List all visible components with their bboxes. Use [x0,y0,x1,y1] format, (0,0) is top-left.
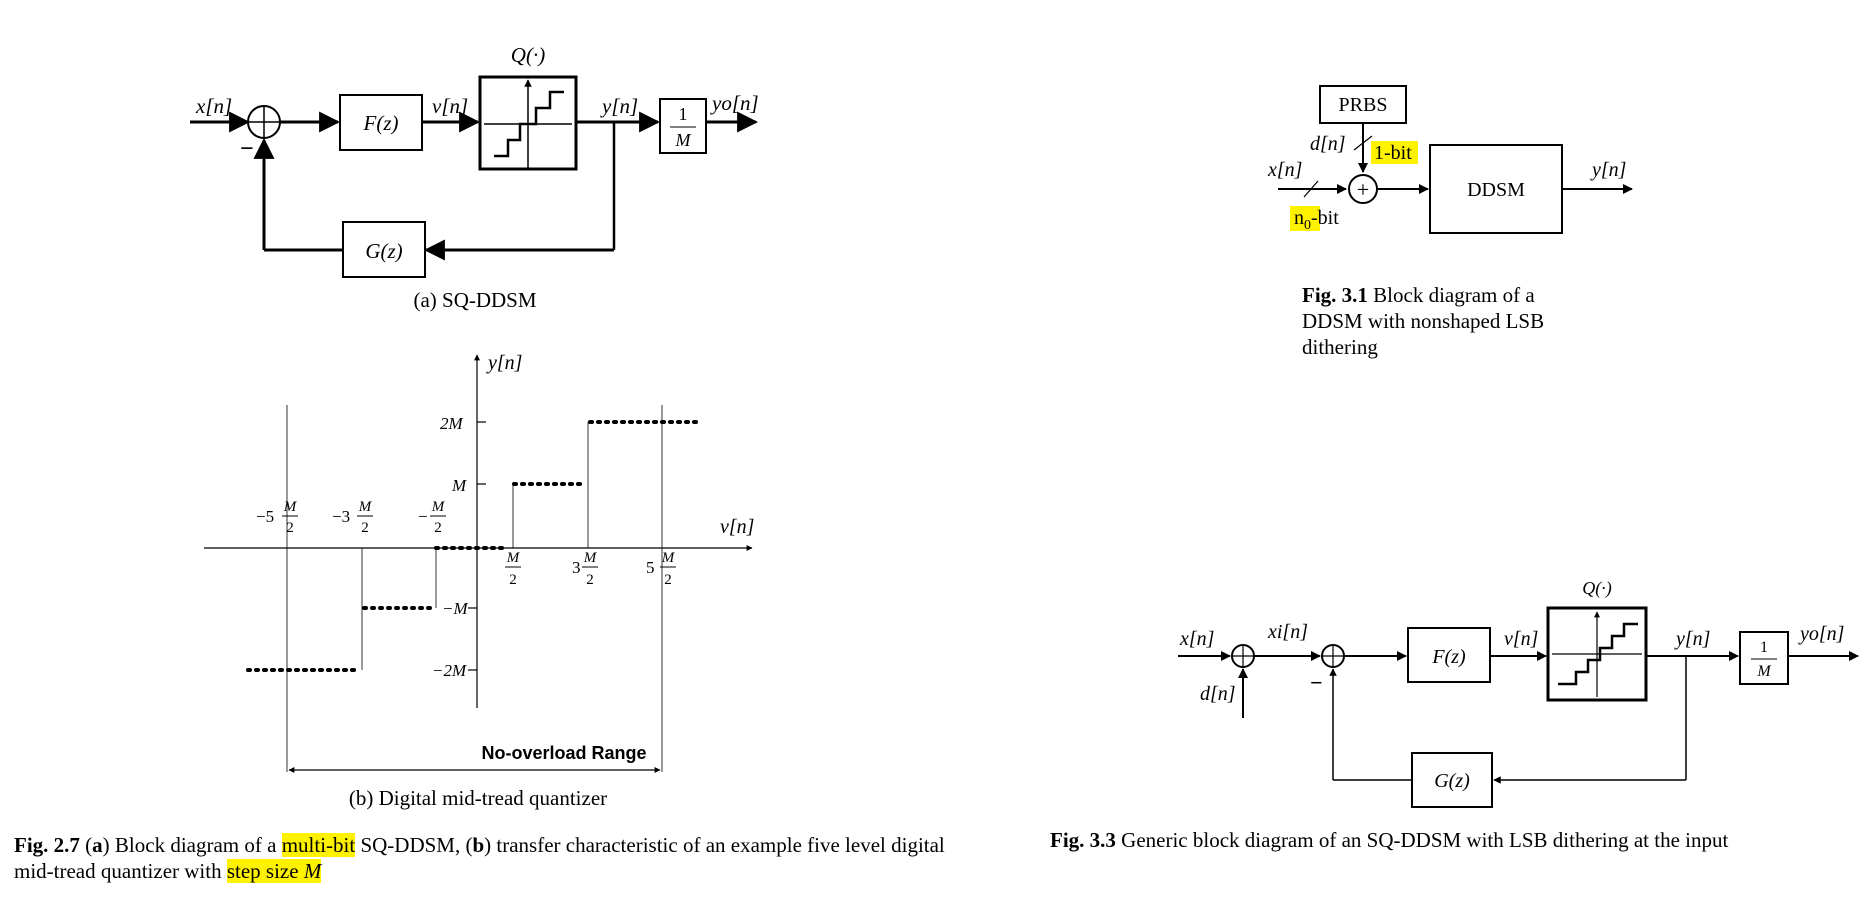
fig27a-F-label: F(z) [363,111,399,135]
fig27b-labels: y[n] v[n] 2M M −M −2M −5 M 2 −3 M 2 − M … [256,352,754,810]
fig33-x-label: x[n] [1179,628,1214,650]
fig27b-xtick-m1: − [418,507,428,526]
highlight-step-size: step size M [226,859,322,883]
fig31-1bit-highlight [1371,141,1418,164]
fig33-scale-num: 1 [1760,639,1768,656]
svg-text:M: M [283,499,298,515]
fig27b-tick-2M: 2M [440,414,464,433]
fig31-labels: PRBS d[n] 1-bit x[n] n0-bit + DDSM y[n] [1267,94,1626,233]
svg-text:M: M [583,550,598,566]
fig27b-sublabel: (b) Digital mid-tread quantizer [349,786,607,810]
fig31-caption-label: Fig. 3.1 [1302,283,1368,307]
fig27a-scale-den: M [675,130,692,150]
fig27a-diagram [190,75,759,278]
fig27a-scale-block [659,98,707,154]
svg-text:2: 2 [434,520,442,536]
fig33-Q-label: Q(·) [1582,578,1612,599]
fig27a-G-label: G(z) [365,239,402,263]
fig31-n0-label: n0-bit [1294,207,1339,233]
fig27a-sublabel: (a) SQ-DDSM [413,288,536,312]
fig31-plus: + [1357,177,1369,202]
fig27a-yo-label: yo[n] [710,91,759,115]
highlight-multi-bit: multi-bit [281,833,356,857]
fig31-1bit-label: 1-bit [1374,142,1412,164]
fig33-yo-label: yo[n] [1798,623,1844,645]
fig27-caption-label: Fig. 2.7 [14,833,80,857]
fig27b-tick-M: M [451,476,467,495]
fig31-x-label: x[n] [1267,159,1302,181]
fig27b-chart [204,354,753,773]
fig33-Q-block [1546,606,1648,702]
fig33-caption: Fig. 3.3 Generic block diagram of an SQ-… [1050,828,1729,852]
svg-text:2: 2 [286,520,294,536]
svg-text:M: M [431,499,446,515]
fig27b-xlabel: v[n] [720,516,754,538]
svg-text:M: M [358,499,373,515]
fig31-d-label: d[n] [1310,133,1346,155]
svg-text:2: 2 [664,572,672,588]
fig33-scale-den: M [1756,663,1772,680]
fig33-diagram [1178,606,1859,808]
fig33-minus-sign: − [1310,670,1323,695]
fig31-prbs-label: PRBS [1339,94,1388,116]
fig33-caption-label: Fig. 3.3 [1050,828,1116,852]
fig33-d-label: d[n] [1200,683,1236,705]
fig33-G-label: G(z) [1434,770,1470,792]
fig33-labels: x[n] xi[n] d[n] − F(z) v[n] Q(·) y[n] 1 … [1179,578,1844,792]
fig31-y-label: y[n] [1590,159,1626,181]
fig27a-scale-num: 1 [679,104,688,124]
fig33-y-label: y[n] [1674,628,1710,650]
fig27b-xtick-p5: 5 [646,558,655,577]
fig33-xi-label: xi[n] [1267,621,1308,643]
fig27a-y-label: y[n] [600,94,638,118]
fig27a-v-label: v[n] [432,94,468,118]
fig33-scale-block [1739,631,1789,685]
fig27a-labels: x[n] − F(z) v[n] Q(·) y[n] 1 M yo[n] G(z… [195,43,759,312]
fig27b-xtick-m3: −3 [332,507,350,526]
fig27b-ylabel: y[n] [486,352,522,374]
fig27-caption: Fig. 2.7 (a) Block diagram of a multi-bi… [14,833,945,883]
fig27b-range-label: No-overload Range [481,743,646,763]
fig31-n0-highlight [1290,206,1320,231]
svg-text:2: 2 [361,520,369,536]
fig27b-tick-negM: −M [442,599,468,618]
svg-text:2: 2 [509,572,517,588]
fig33-F-label: F(z) [1431,646,1466,668]
fig33-v-label: v[n] [1504,628,1538,650]
fig27b-tick-neg2M: −2M [432,661,467,680]
fig31-ddsm-label: DDSM [1467,179,1525,201]
fig27b-xtick-p1: M [506,550,521,566]
svg-text:2: 2 [586,572,594,588]
fig27a-x-label: x[n] [195,94,232,118]
fig31-diagram [1278,85,1633,234]
fig27b-xtick-p3: 3 [572,558,581,577]
svg-text:M: M [661,550,676,566]
fig27b-xtick-m5: −5 [256,507,274,526]
fig27a-Q-label: Q(·) [511,43,545,67]
fig27a-minus-sign: − [240,136,254,162]
